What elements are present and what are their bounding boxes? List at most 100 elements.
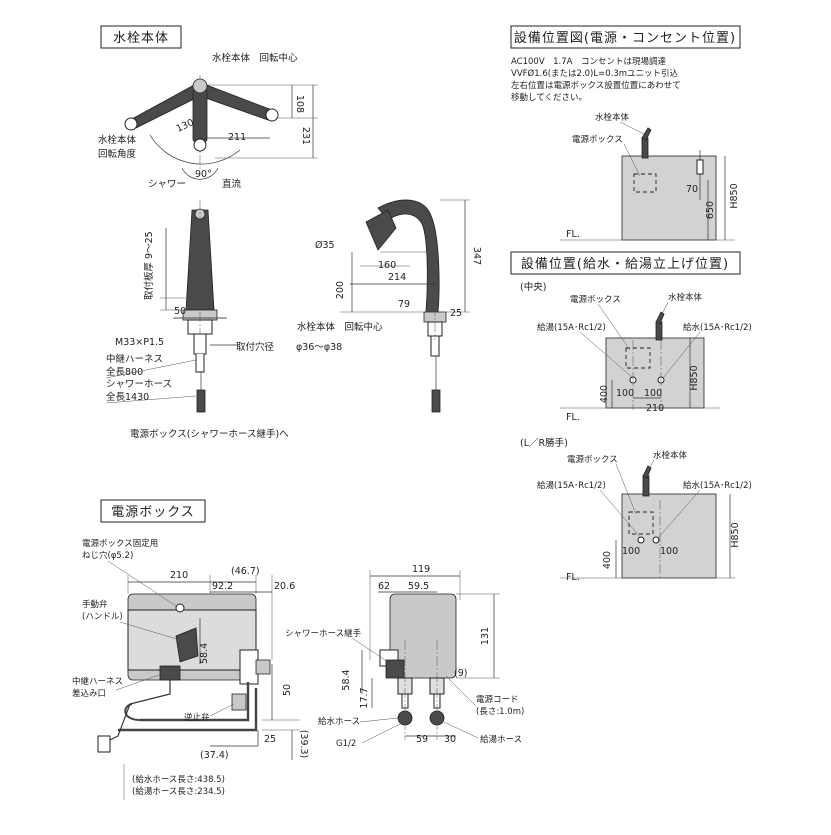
spout-arm-right [199,83,273,121]
lr-faucet-label: 水栓本体 [653,450,688,461]
install-power-title: 設備位置図(電源・コンセント位置) [514,30,736,46]
lr-dim-100-left: 100 [622,546,640,557]
dim-side-62: 62 [378,581,390,592]
lr-box-position [628,511,654,535]
center-dim-210: 210 [646,403,664,414]
side-hot-hose-label: 給湯ホース [480,734,522,745]
dim-side-9: (9) [454,668,467,679]
dim-90: 90° [195,169,212,180]
dim-front-50: 50 [174,306,186,317]
dim-108: 108 [294,95,305,113]
power-box-position [633,173,657,193]
side-cold-hose-label: 給水ホース [318,716,360,727]
dim-diameter-35: Ø35 [315,240,335,251]
center-hot-label: 給湯(15A･Rc1/2) [537,322,606,333]
dim-box-210: 210 [170,570,188,581]
dim-650: 650 [705,201,716,219]
straight-direction-label: 直流 [222,178,242,190]
faucet-body-section: 水栓本体 水栓本体 回転中心 108 231 130 211 90° [98,25,482,440]
lr-box-label: 電源ボックス [567,455,618,465]
power-note-4: 移動してください。 [511,92,587,103]
cold-hose-length: (給水ホース長さ:438.5) [132,774,225,785]
shower-head [365,209,397,251]
dim-side-25: 25 [450,308,462,319]
manual-valve-label-2: (ハンドル) [82,612,123,622]
dim-347: 347 [471,247,482,265]
mount-hole-size: φ36～φ38 [296,342,342,353]
manual-valve-label-1: 手動弁 [82,599,108,610]
shower-hose-length: 全長1430 [106,391,149,403]
faucet-front-view: 取付板厚 9～25 50 M33×P1.5 取付穴径 φ36～φ38 中継ハーネ… [105,200,342,440]
screw-hole-label-2: ねじ穴(φ5.2) [82,550,133,561]
lr-cold-label: 給水(15A･Rc1/2) [683,480,752,491]
lr-h850: H850 [730,522,741,547]
power-box-side-view: 119 62 59.5 シャワーホース継手 131 58.4 17.7 (9) … [285,564,524,749]
mount-thickness-label: 取付板厚 9～25 [143,231,155,300]
dim-side-119: 119 [412,564,430,575]
side-rotation-center: 水栓本体 回転中心 [297,321,383,333]
dim-box-20-6: 20.6 [274,581,295,592]
install-power-section: 設備位置図(電源・コンセント位置) AC100V 1.7A コンセントは現場調達… [510,25,741,241]
dim-box-39-3: (39.3) [298,730,309,759]
mount-hole-label: 取付穴径 [236,341,275,353]
screw-hole-label-1: 電源ボックス固定用 [82,538,158,549]
power-note-1: AC100V 1.7A コンセントは現場調達 [511,56,666,67]
install-power-title-box [510,25,741,49]
power-note-3: 左右位置は電源ボックス設置位置にあわせて [511,80,681,91]
lr-dim-100-right: 100 [660,546,678,557]
manual-valve-handle-icon [175,627,199,663]
check-valve [231,693,247,711]
center-fl: FL. [566,412,580,423]
shower-joint-label: シャワーホース継手 [285,628,362,639]
power-box-side-body [389,593,457,679]
lr-label: (L／R勝手) [520,437,568,449]
install-water-section: 設備位置(給水・給湯立上げ位置) (中央) 電源ボックス 水栓本体 給湯(15A… [510,251,752,583]
center-box-position [625,347,651,369]
dim-side-17-7: 17.7 [359,687,370,708]
dim-200: 200 [335,281,346,299]
lr-cabinet [621,493,717,579]
faucet-top-view: 水栓本体 回転中心 108 231 130 211 90° 水栓本体 回転角度 … [98,52,318,190]
power-faucet-label: 水栓本体 [595,112,630,123]
side-hose-end [431,389,441,413]
center-faucet-icon [655,321,663,341]
faucet-body-title: 水栓本体 [113,31,169,46]
top-rotation-center: 水栓本体 回転中心 [212,52,298,64]
shower-hose-end [196,389,206,413]
install-water-title: 設備位置(給水・給湯立上げ位置) [521,256,729,272]
shower-direction-label: シャワー [148,179,186,190]
center-box-label: 電源ボックス [570,295,621,305]
center-dim-400: 400 [599,385,610,403]
center-faucet-label: 水栓本体 [668,292,703,303]
center-dim-100-left: 100 [616,388,634,399]
dim-side-59-5: 59.5 [408,581,429,592]
power-note-2: VVFØ1.6(または2.0)L=0.3mユニット引込 [511,68,679,79]
power-cord-label-2: (長さ:1.0m) [476,707,524,717]
shower-hose-label: シャワーホース [106,379,172,390]
check-valve-label: 逆止弁 [184,712,210,723]
dim-box-front-58-4: 58.4 [199,643,210,664]
hot-hose-length: (給湯ホース長さ:234.5) [132,786,225,797]
dim-box-25: 25 [264,734,276,745]
power-box-title-box [100,499,206,523]
g12-label: G1/2 [336,739,356,749]
lr-hot-label: 給湯(15A･Rc1/2) [537,480,606,491]
center-cold-label: 給水(15A･Rc1/2) [683,322,752,333]
faucet-side-view: Ø35 160 214 347 200 79 25 水栓本体 回転中心 [297,199,482,413]
install-water-title-box [510,251,741,275]
center-h850: H850 [689,365,700,390]
dim-side-131: 131 [480,627,491,645]
shower-joint-fitting [385,659,405,679]
power-cord-label-1: 電源コード [476,695,519,705]
lr-fl: FL. [566,572,580,583]
harness-socket [159,665,181,681]
dim-side-30: 30 [444,734,456,745]
power-box-label: 電源ボックス [572,135,623,145]
dim-79: 79 [398,299,410,310]
dim-211: 211 [228,132,246,143]
harness-inlet-label-2: 差込み口 [72,688,106,699]
center-dim-100-right: 100 [644,388,662,399]
dim-160: 160 [378,260,396,271]
